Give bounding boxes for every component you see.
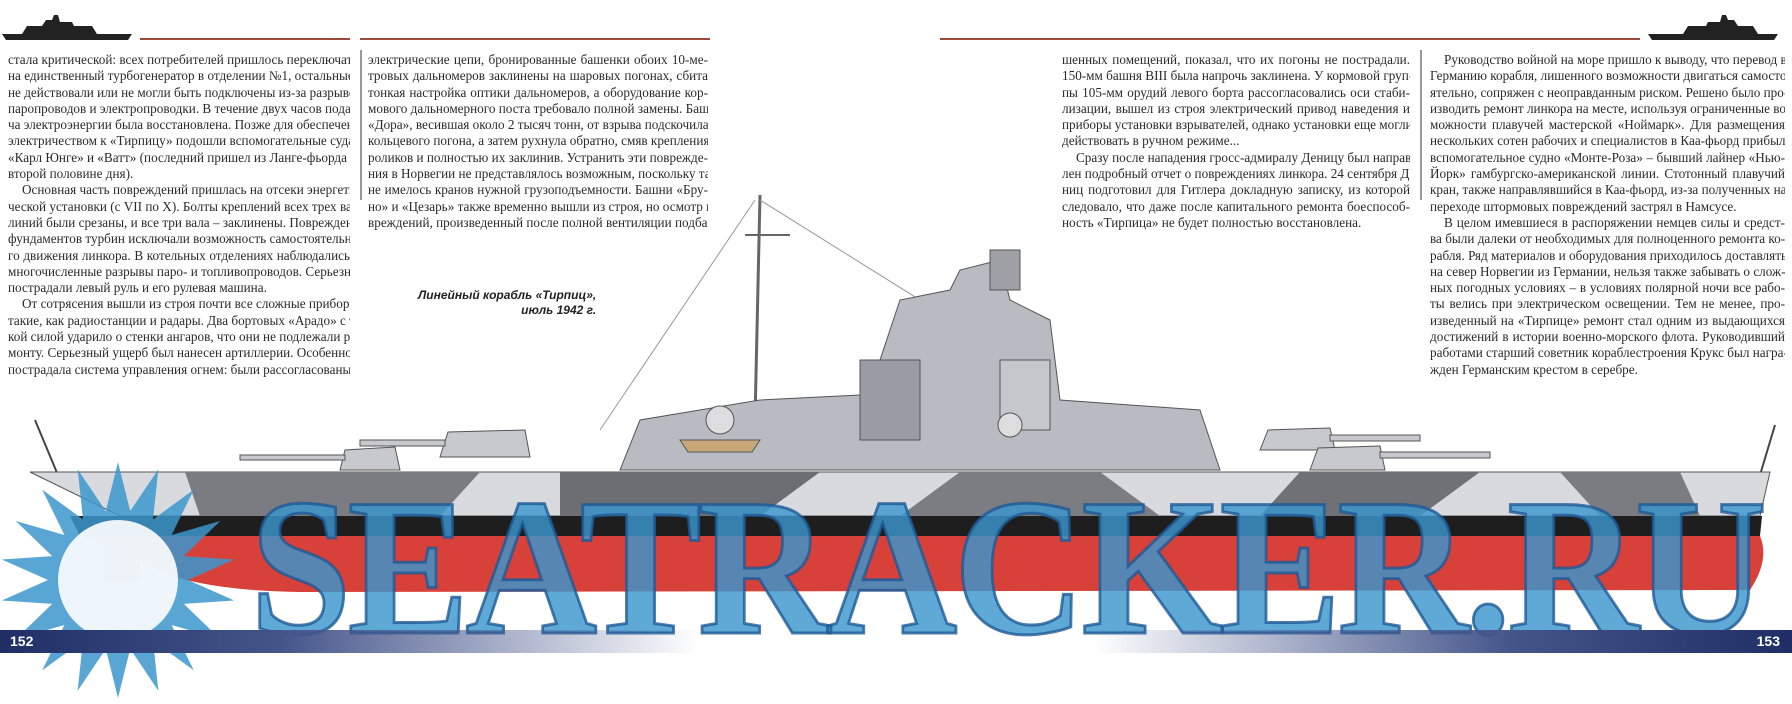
text-column-2: электрические цепи, бронированные башенк… xyxy=(368,52,708,231)
text-line: на единственный турбогенератор в отделен… xyxy=(8,68,350,84)
text-line: можности плавучей мастерской «Ноймарк». … xyxy=(1430,117,1785,133)
text-line: Основная часть повреждений пришлась на о… xyxy=(22,182,350,198)
page-number-right: 153 xyxy=(1756,633,1780,649)
text-line: нескольких сотен рабочих и специалистов … xyxy=(1430,133,1785,149)
text-line: мового дальномерного поста требовало пол… xyxy=(368,100,708,116)
text-line: 150-мм башня BIII была напрочь заклинена… xyxy=(1062,68,1410,84)
text-line: тровых дальномеров заклинены на шаровых … xyxy=(368,68,708,84)
header-rule-left xyxy=(140,38,350,40)
header-rule-right xyxy=(1420,38,1640,40)
text-line: лизации, вышел из строя электрический пр… xyxy=(1062,100,1410,116)
text-line: пы 105-мм орудий левого борта рассогласо… xyxy=(1062,84,1410,100)
header-ship-silhouette-right xyxy=(1648,15,1778,40)
text-line: линий были срезаны, и все три вала – зак… xyxy=(8,214,350,230)
text-line: тонкая настройка оптики дальномеров, а о… xyxy=(368,84,708,100)
text-line: От сотрясения вышли из строя почти все с… xyxy=(22,296,350,312)
text-line: ниц подготовил для Гитлера докладную зап… xyxy=(1062,182,1410,198)
text-column-1: стала критической: всех потребителей при… xyxy=(8,52,350,378)
text-line: ятельно, сопряжен с неоправданным риском… xyxy=(1430,84,1785,100)
text-line: вспомогательное судно «Монте-Роза» – быв… xyxy=(1430,149,1785,165)
text-line: шенных помещений, показал, что их погоны… xyxy=(1062,52,1410,67)
text-line: го движения линкора. В котельных отделен… xyxy=(8,247,350,263)
text-line: паропроводов и электропроводки. В течени… xyxy=(8,100,350,116)
text-line: электрические цепи, бронированные башенк… xyxy=(368,52,708,67)
header-ship-silhouette-left xyxy=(2,15,132,40)
text-line: роликов и полностью их заклинив. Устрани… xyxy=(368,149,708,165)
text-line: ность «Тирпица» не будет полностью восст… xyxy=(1062,214,1362,230)
text-line: ва были далеки от необходимых для полноц… xyxy=(1430,231,1785,247)
footer-band-right xyxy=(1092,630,1792,653)
text-line: электричеством к «Тирпицу» подошли вспом… xyxy=(8,133,350,149)
text-line: пострадали левый руль и его рулевая маши… xyxy=(8,280,267,296)
illustration-caption: Линейный корабль «Тирпиц», июль 1942 г. xyxy=(418,288,596,318)
text-line: вреждений, произведенный после полной ве… xyxy=(368,214,708,230)
text-line: ча электроэнергии была восстановлена. По… xyxy=(8,117,350,133)
text-line: второй половине дня). xyxy=(8,166,134,182)
text-line: стала критической: всех потребителей при… xyxy=(8,52,350,67)
text-line: ческой установки (с VII по X). Болты кре… xyxy=(8,198,350,214)
caption-line-1: Линейный корабль «Тирпиц», xyxy=(418,288,597,302)
text-line: Йорк» гамбургско-американской линии. Сто… xyxy=(1430,166,1785,182)
text-line: кой силой ударило о стенки ангаров, что … xyxy=(8,329,350,345)
text-column-3: шенных помещений, показал, что их погоны… xyxy=(1062,52,1410,231)
text-line: В целом имевшиеся в распоряжении немцев … xyxy=(1444,214,1785,230)
text-line: следовало, что даже после капитального р… xyxy=(1062,198,1410,214)
text-line: изводить ремонт линкора на месте, исполь… xyxy=(1430,100,1785,116)
text-line: ных погодных условиях – в условиях поляр… xyxy=(1430,280,1785,296)
text-line: ния в Норвегии не представлялось возможн… xyxy=(368,166,708,182)
text-line: кольцевого погона, а затем рухнула обрат… xyxy=(368,133,708,149)
text-line: кран, также направлявшийся в Каа-фьорд, … xyxy=(1430,182,1785,198)
text-line: «Дора», весившая около 2 тысяч тонн, от … xyxy=(368,117,708,133)
text-line: но» и «Цезарь» также временно вышли из с… xyxy=(368,198,708,214)
text-line: не имелось кранов нужной грузоподъемност… xyxy=(368,182,708,198)
text-line: лен подробный отчет о повреждениях линко… xyxy=(1062,166,1410,182)
text-line: на север Норвегии из Германии, нельзя та… xyxy=(1430,263,1785,279)
text-line: пострадала система управления огнем: был… xyxy=(8,361,350,377)
header-rule-center-left xyxy=(360,38,710,40)
text-line: Руководство войной на море пришло к выво… xyxy=(1444,52,1785,67)
text-line: переходе штормовых повреждений застрял в… xyxy=(1430,198,1737,214)
text-line: многочисленные разрывы паро- и топливопр… xyxy=(8,263,350,279)
text-column-4: Руководство войной на море пришло к выво… xyxy=(1430,52,1785,378)
header-rule-center-right xyxy=(940,38,1420,40)
text-line: не действовали или не могли быть подключ… xyxy=(8,84,350,100)
column-divider xyxy=(360,50,362,200)
text-line: изведенный на «Тирпице» ремонт стал одни… xyxy=(1430,312,1785,328)
text-line: «Карл Юнге» и «Ватт» (последний пришел и… xyxy=(8,149,350,165)
text-line: Сразу после нападения гросс-адмиралу Ден… xyxy=(1076,149,1410,165)
text-line: рабля. Ряд материалов и оборудования при… xyxy=(1430,247,1785,263)
watermark-starburst xyxy=(1,462,235,698)
text-line: приборы установки взрывателей, однако ус… xyxy=(1062,117,1410,133)
text-line: действовать в ручном режиме... xyxy=(1062,133,1240,149)
text-line: ты велись при электрическом освещении. Т… xyxy=(1430,296,1785,312)
text-line: жден Германским крестом в серебре. xyxy=(1430,361,1638,377)
footer-band-left xyxy=(0,630,700,653)
text-line: достижений в истории военно-морского фло… xyxy=(1430,329,1785,345)
caption-line-2: июль 1942 г. xyxy=(521,303,597,317)
text-line: работами старший советник кораблестроени… xyxy=(1430,345,1785,361)
text-line: монту. Серьезный ущерб был нанесен артил… xyxy=(8,345,350,361)
battleship-illustration xyxy=(29,194,1776,592)
text-line: Германию корабля, лишенного возможности … xyxy=(1430,68,1785,84)
text-line: такие, как радиостанции и радары. Два бо… xyxy=(8,312,350,328)
text-line: фундаментов турбин исключали возможность… xyxy=(8,231,350,247)
column-divider xyxy=(1420,50,1422,200)
page-number-left: 152 xyxy=(10,633,34,649)
